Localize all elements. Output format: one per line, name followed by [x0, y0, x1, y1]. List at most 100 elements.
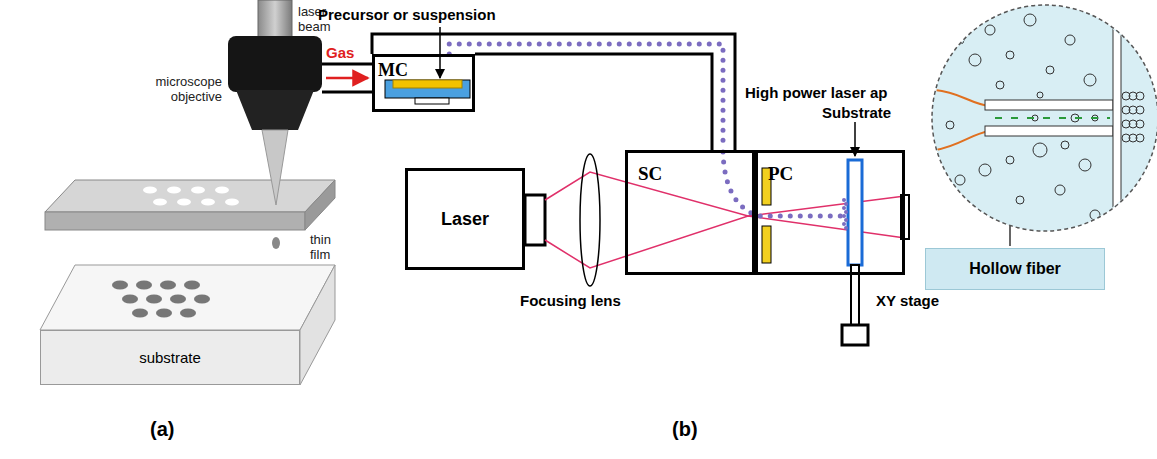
deposit-dot	[844, 210, 848, 214]
inset-content	[935, 0, 1144, 240]
deposit-dots	[842, 198, 848, 230]
deposit-dot	[842, 222, 846, 226]
node-text: PC	[768, 163, 793, 185]
part-label: XY stage	[876, 292, 939, 309]
bubble	[1024, 14, 1036, 26]
hollow-fiber-wall	[985, 126, 1113, 136]
mixing-chamber: MC	[372, 54, 475, 112]
deposit-dot	[844, 226, 848, 230]
film-hole	[225, 199, 239, 206]
deposited-dot	[146, 295, 162, 304]
deposited-dots	[112, 281, 210, 318]
film-holes	[143, 187, 239, 206]
part-label: Substrate	[822, 104, 891, 121]
bubble	[1061, 141, 1069, 149]
bubble	[1006, 156, 1014, 164]
deposited-dot	[180, 309, 196, 318]
node-text: Hollow fiber	[969, 260, 1061, 278]
inset-circle	[932, 5, 1157, 231]
objective-body	[228, 36, 322, 92]
bubble	[955, 175, 965, 185]
target-plate	[1113, 0, 1121, 240]
deposited-dot	[132, 309, 148, 318]
hollow-fiber-wall	[985, 100, 1113, 110]
film-hole	[215, 187, 229, 194]
precursor-leader	[439, 27, 441, 78]
node-text: Laser	[441, 209, 489, 230]
deposit-cluster	[1122, 92, 1144, 142]
thin-film-front-face	[45, 212, 305, 230]
pipe-inner-wall	[475, 54, 712, 150]
process-chamber: PC	[755, 150, 905, 275]
tray-container	[385, 80, 470, 98]
droplet	[272, 237, 280, 249]
bubble	[996, 81, 1004, 89]
node-text: SC	[638, 163, 662, 185]
laser-beam-cylinder	[258, 0, 292, 38]
bubble	[1046, 66, 1054, 74]
particle-flow-connector	[449, 44, 723, 150]
bubble	[1065, 35, 1075, 45]
bubble	[1033, 143, 1047, 157]
substrate-box: substrate	[40, 330, 300, 385]
spray-chamber: SC	[625, 150, 755, 275]
objective-nose	[236, 90, 314, 130]
deposited-dot	[156, 309, 172, 318]
panel-label: (a)	[150, 418, 174, 441]
film-hole	[201, 199, 215, 206]
deposit-particle	[1136, 106, 1144, 114]
film-hole	[167, 187, 181, 194]
film-hole	[143, 187, 157, 194]
bubble	[1016, 196, 1024, 204]
hollow-fiber-inset	[932, 0, 1157, 246]
bubble	[1090, 210, 1100, 220]
panel-a-drawing	[40, 0, 335, 385]
optical-fiber	[935, 131, 990, 150]
deposit-dot	[844, 218, 848, 222]
inset-leader	[1009, 226, 1011, 246]
film-hole	[191, 187, 205, 194]
precursor-liquid	[393, 80, 462, 88]
gas-arrow	[326, 77, 368, 80]
thin-film-side-face	[305, 180, 335, 230]
substrate-side-face	[300, 265, 335, 385]
gas-inlet-wall	[322, 63, 372, 66]
part-label: thin film	[310, 232, 350, 262]
bubble	[1055, 185, 1065, 195]
bubble	[946, 121, 954, 129]
particle-stream	[723, 152, 846, 216]
focused-beam	[262, 130, 288, 205]
part-label: Gas	[326, 44, 354, 61]
deposited-dot	[112, 281, 128, 290]
substrate-plate	[848, 160, 862, 265]
pipe-outer-wall	[372, 34, 735, 150]
bubble	[985, 25, 995, 35]
bubble	[979, 164, 991, 176]
deposit-particle	[1136, 120, 1144, 128]
bubble	[1079, 159, 1091, 171]
optical-fiber	[935, 90, 990, 106]
deposited-dot	[170, 295, 186, 304]
deposit-particle	[1136, 92, 1144, 100]
substrate-top-face	[40, 265, 335, 330]
bubble	[1006, 51, 1014, 59]
film-hole	[177, 199, 191, 206]
panel-label: (b)	[672, 418, 698, 441]
laser-box: Laser	[405, 168, 525, 270]
part-label: microscope objective	[140, 74, 222, 104]
tray-stand	[415, 98, 449, 104]
focusing-lens	[580, 154, 600, 286]
laser-nozzle	[525, 195, 545, 245]
deposit-dot	[844, 202, 848, 206]
panel-b-drawing	[322, 27, 909, 345]
deposit-dot	[842, 206, 846, 210]
bubble	[969, 54, 981, 66]
deposit-particle	[1136, 134, 1144, 142]
deposit-dot	[842, 198, 846, 202]
deposited-dot	[122, 295, 138, 304]
thin-film-top-face	[45, 180, 335, 212]
deposited-dot	[160, 281, 176, 290]
gas-inlet-wall	[322, 91, 372, 94]
